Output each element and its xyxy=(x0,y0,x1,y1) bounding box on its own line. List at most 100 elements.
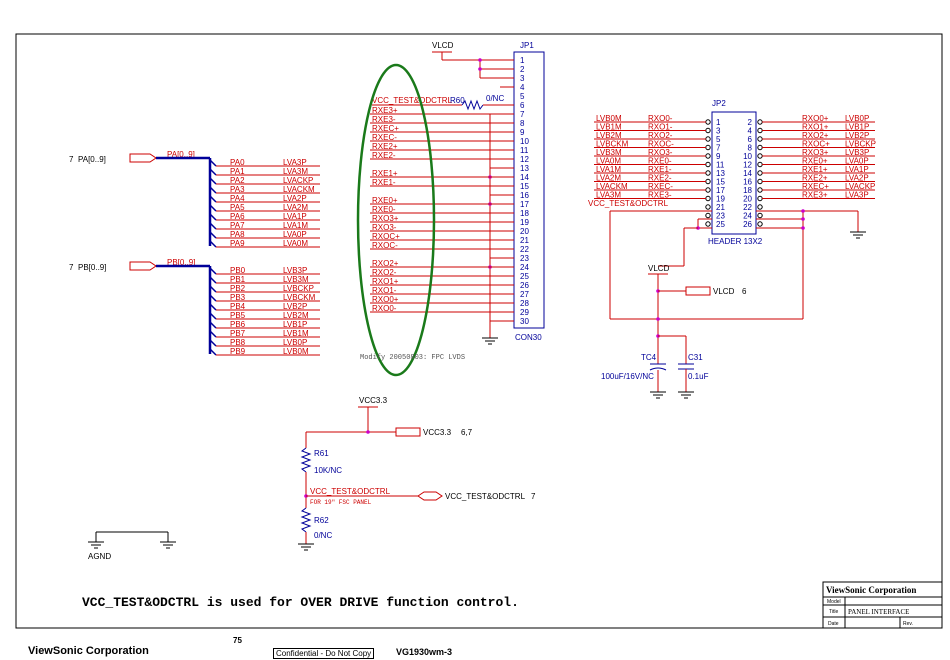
jp1-net-label: RXEC+ xyxy=(372,124,399,133)
vlcd-port-sheet: 6 xyxy=(742,287,747,296)
jp1-pin-number: 30 xyxy=(520,317,529,326)
pb_bus-pin-label: PB1 xyxy=(230,275,246,284)
jp2-pin-right: 6 xyxy=(748,135,753,144)
jp1-pin-number: 17 xyxy=(520,200,529,209)
jp2-pin-right: 16 xyxy=(743,178,752,187)
jp2-left-net: LVA3M xyxy=(596,191,621,200)
pb_bus-net-label: LVB2M xyxy=(283,311,309,320)
vcc33-port-label: VCC3.3 xyxy=(423,428,452,437)
pb_bus-pin-label: PB8 xyxy=(230,338,246,347)
pa_bus-net-label: LVA0M xyxy=(283,239,308,248)
jp2-pin-right: 12 xyxy=(743,161,752,170)
jp2-pin-left-icon xyxy=(705,161,711,168)
pa_bus-bus-entry xyxy=(209,168,217,176)
jp2-pin-right-icon xyxy=(757,161,763,168)
pa_bus-bus-entry xyxy=(209,159,217,167)
title-block-title-label: Title xyxy=(829,609,838,615)
jp2-right-signal: RXE2+ xyxy=(802,174,828,183)
pa_bus-net-label: LVA2M xyxy=(283,203,308,212)
pb_bus-net-label: LVB3P xyxy=(283,266,307,275)
vlcd-port-icon xyxy=(685,286,711,296)
jp1-pin-number: 20 xyxy=(520,227,529,236)
jp2-pin-right-icon xyxy=(757,204,763,210)
jp1-pin-number: 9 xyxy=(520,128,525,137)
jp2-pin-left: 3 xyxy=(716,127,721,136)
pa_bus-bus-entry xyxy=(209,195,217,203)
pa_bus-net-label: LVA1M xyxy=(283,221,308,230)
pb_bus-net-label: LVB1M xyxy=(283,329,309,338)
jp2-left-signal: RXO1- xyxy=(648,123,673,132)
jp2-body xyxy=(711,111,757,235)
footer-page: 75 xyxy=(233,636,242,645)
jp2-left-signal: RXO3- xyxy=(648,148,673,157)
jp1-net-label: RXE2- xyxy=(372,151,396,160)
vcc-test-divider: VCC3.3 VCC3.3 6,7 R61 10K/NC VCC_TEST&OD… xyxy=(298,396,536,551)
pb_bus-bus-entry xyxy=(209,267,217,275)
jp2-pin-right: 4 xyxy=(748,127,753,136)
pb_bus-pin-label: PB5 xyxy=(230,311,246,320)
jp1-pin-number: 12 xyxy=(520,155,529,164)
jp2-pin-right: 8 xyxy=(748,144,753,153)
pa_bus-net-label: LVA2P xyxy=(283,194,307,203)
jp2-pin-left-icon xyxy=(705,204,711,210)
jp2-pin-left-icon xyxy=(705,170,711,176)
jp2-right-signal: RXO1+ xyxy=(802,123,829,132)
pa_bus-net-label: LVACKP xyxy=(283,176,313,185)
jp2-right-net: LVB3P xyxy=(845,148,869,157)
jp1-pin-number: 7 xyxy=(520,110,525,119)
jp1-net-label: RXO3- xyxy=(372,223,397,232)
jp2-left-signal: RXOC- xyxy=(648,140,674,149)
jp1-pin-number: 4 xyxy=(520,83,525,92)
jp2-pin-right-icon xyxy=(757,127,763,134)
jp1-pin-number: 8 xyxy=(520,119,525,128)
jp1-pin-number: 18 xyxy=(520,209,529,218)
jp1-net-label: RXO0+ xyxy=(372,295,399,304)
title-block-date-label: Date xyxy=(828,621,839,627)
title-block-title: PANEL INTERFACE xyxy=(848,608,909,616)
pb_bus-pin-label: PB6 xyxy=(230,320,246,329)
pa_bus-pin-label: PA9 xyxy=(230,239,245,248)
jp1-net-label: RXE3- xyxy=(372,115,396,124)
pb_bus-net-label: LVBCKM xyxy=(283,293,316,302)
pa_bus-bus-entry xyxy=(209,186,217,194)
jp2-left-net: VCC_TEST&ODCTRL xyxy=(588,199,669,208)
pa_bus-net-label: LVA3P xyxy=(283,158,307,167)
jp1-pin-number: 15 xyxy=(520,182,529,191)
jp2-left-signal: RXEC- xyxy=(648,182,673,191)
r61-value: 10K/NC xyxy=(314,466,342,475)
pb-port-label: PB[0..9] xyxy=(78,263,106,272)
jp1-net-label: RXO2+ xyxy=(372,259,399,268)
pb_bus-bus-entry xyxy=(209,321,217,329)
pa_bus-pin-label: PA0 xyxy=(230,158,245,167)
agnd-label: AGND xyxy=(88,552,111,561)
jp1-net-label: RXO0- xyxy=(372,304,397,313)
jp2-pin-right-icon xyxy=(757,195,763,202)
jp1-pin-number: 29 xyxy=(520,308,529,317)
title-block: ViewSonic Corporation Model Title PANEL … xyxy=(822,581,943,629)
vcc-test-port-sheet: 7 xyxy=(531,492,536,501)
jp1-net-label: RXO3+ xyxy=(372,214,399,223)
jp2-pin-right-icon xyxy=(757,153,763,159)
pa_bus-pin-label: PA5 xyxy=(230,203,245,212)
jp2-left-net: LVBCKM xyxy=(596,140,629,149)
jp2-pin-left-icon xyxy=(705,127,711,134)
jp2-pin-left: 25 xyxy=(716,220,725,229)
jp2-right-signal: RXE0+ xyxy=(802,157,828,166)
pa-port-label: PA[0..9] xyxy=(78,155,106,164)
jp2-pin-right: 22 xyxy=(743,203,752,212)
jp1-net-label: RXOC+ xyxy=(372,232,400,241)
pb_bus-pin-label: PB3 xyxy=(230,293,246,302)
jp1-pin-number: 21 xyxy=(520,236,529,245)
jp2-left-signal: RXE0- xyxy=(648,157,672,166)
vcc-test-port-label: VCC_TEST&ODCTRL xyxy=(445,492,526,501)
pa_bus-bus-entry xyxy=(209,231,217,239)
pa_bus-bus-entry xyxy=(209,213,217,221)
pb_bus-pin-label: PB7 xyxy=(230,329,246,338)
pb_bus-bus-entry xyxy=(209,330,217,338)
footer-company: ViewSonic Corporation xyxy=(28,645,149,657)
jp2-pin-left-icon xyxy=(705,119,711,125)
jp2-pin-right-icon xyxy=(757,221,763,227)
jp1-pin-number: 1 xyxy=(520,56,525,65)
jp2-right-net: LVA3P xyxy=(845,191,869,200)
